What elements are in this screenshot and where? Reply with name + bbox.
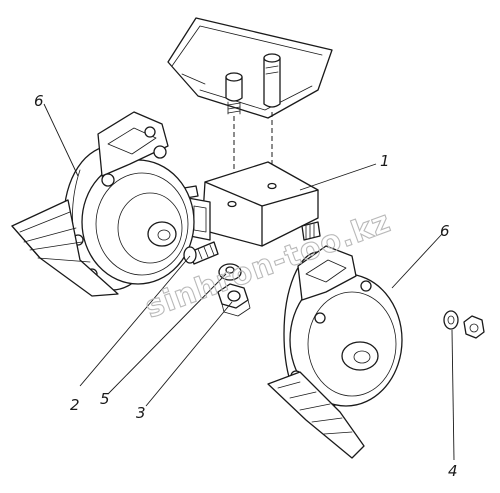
- mounting-plate: [167, 17, 333, 119]
- callout-4: 4: [448, 462, 458, 480]
- callout-1: 1: [380, 152, 390, 170]
- leader-lines: [43, 103, 455, 461]
- callout-3: 3: [136, 404, 146, 422]
- nut: [217, 283, 251, 317]
- callout-6-left: 6: [34, 92, 44, 110]
- nut-and-washer: [443, 310, 485, 339]
- horn-left: [11, 111, 219, 297]
- callout-6-right: 6: [440, 222, 450, 240]
- callout-2: 2: [70, 396, 80, 414]
- horn-right: [267, 245, 403, 459]
- callout-5: 5: [100, 390, 110, 408]
- bracket: [183, 161, 321, 247]
